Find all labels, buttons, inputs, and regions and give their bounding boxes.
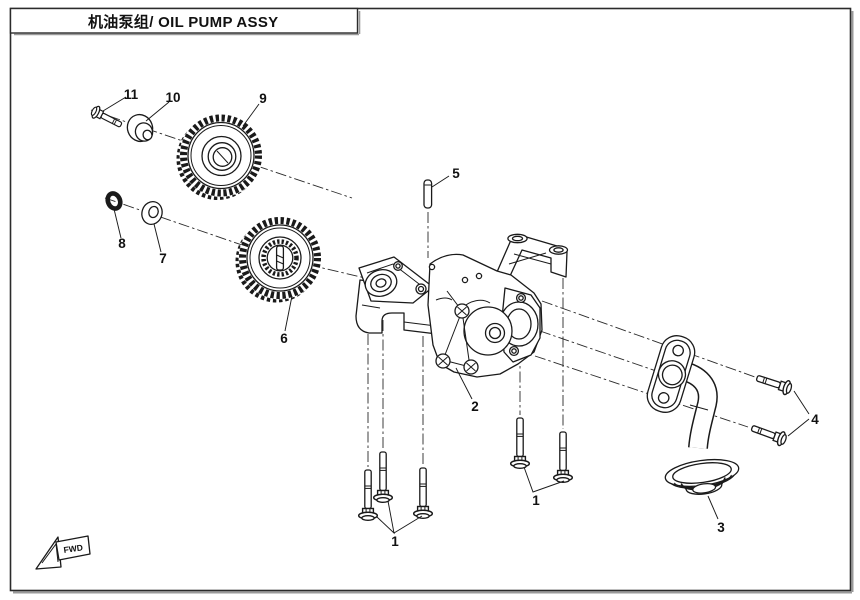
callout-bushing: 10 (165, 90, 180, 105)
callout-bolts-right: 1 (532, 493, 540, 508)
fwd-direction-marker: FWD (35, 535, 91, 570)
callout-washer: 7 (159, 251, 167, 266)
leader-lines (102, 96, 810, 535)
washer (141, 200, 163, 226)
fwd-label: FWD (63, 542, 84, 555)
callout-pickup-tube: 3 (717, 520, 725, 535)
callout-circlip: 8 (118, 236, 126, 251)
oil-strainer (664, 458, 740, 495)
callout-dowel-pin: 5 (452, 166, 460, 181)
callout-flange-bolts: 4 (811, 412, 819, 427)
callout-driven-gear: 6 (280, 331, 288, 346)
callout-gear-bolt: 11 (124, 87, 139, 102)
oil-pickup-tube (646, 335, 740, 495)
callout-pump-body: 2 (471, 399, 479, 414)
oil-pump-drive-gear (176, 114, 263, 200)
oil-pump-driven-gear (235, 216, 322, 303)
callout-drive-gear: 9 (259, 91, 267, 106)
dowel-pin (423, 179, 433, 209)
callout-bolts-left: 1 (391, 534, 399, 549)
cover-screws (435, 303, 479, 375)
oil-pump-body (355, 233, 569, 378)
title-box: 机油泵组/ OIL PUMP ASSY (9, 7, 361, 36)
page-title: 机油泵组/ OIL PUMP ASSY (88, 13, 278, 31)
circlip (105, 191, 123, 211)
